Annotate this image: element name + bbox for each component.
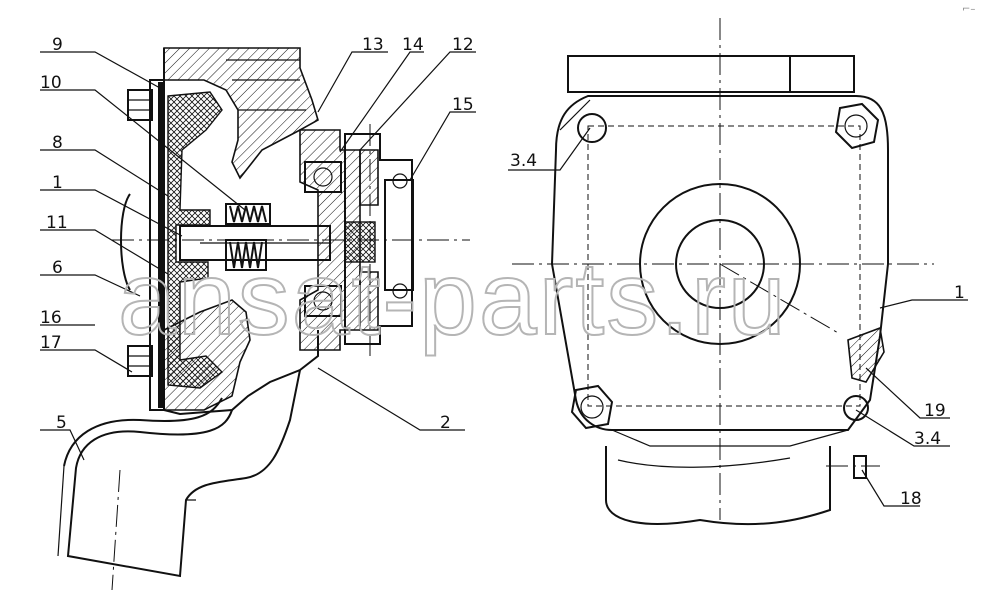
gasket (158, 82, 163, 408)
lower-outlet (605, 446, 831, 526)
callout-14: 14 (402, 35, 424, 55)
callout-17: 17 (40, 333, 62, 353)
callout-labels-left: 9 10 8 1 11 6 16 17 5 13 14 12 15 2 (40, 35, 474, 433)
callout-leaders-left (40, 51, 476, 461)
hub-cap (384, 179, 414, 291)
callout-10: 10 (40, 73, 62, 93)
front-view (512, 18, 934, 526)
bearing-lower (304, 285, 342, 317)
body-edge (559, 99, 849, 447)
cover-plate (149, 79, 165, 411)
watermark: ansat-parts.ru (118, 241, 788, 357)
bolt-pattern (587, 125, 861, 407)
bearing-upper (304, 161, 342, 193)
hub-ball-lower (392, 283, 408, 299)
pulley-flange (359, 149, 379, 331)
impeller (167, 91, 224, 389)
hub-ball-upper (392, 173, 408, 189)
top-bracket (567, 55, 855, 93)
pump-body (550, 95, 889, 431)
inlet-centerline (111, 469, 121, 591)
hex-bolt-bl (570, 384, 614, 430)
callout-11: 11 (46, 213, 68, 233)
bolt-hole-br (843, 395, 869, 421)
inlet-pipe (66, 369, 301, 578)
section-view (57, 47, 470, 591)
callout-18: 18 (900, 489, 922, 509)
callout-1-right: 1 (954, 283, 965, 303)
callout-3-4-bottom: 3.4 (914, 429, 941, 449)
callout-12: 12 (452, 35, 474, 55)
callout-16: 16 (40, 308, 62, 328)
callout-9: 9 (52, 35, 63, 55)
pulley-hub (344, 133, 413, 345)
callout-19: 19 (924, 401, 946, 421)
mechanical-seal (225, 203, 271, 271)
inlet-pipe-inner (63, 397, 223, 467)
hex-bolt-tr (834, 102, 880, 150)
bolt-upper (127, 89, 153, 121)
callout-5: 5 (56, 413, 67, 433)
callout-1: 1 (52, 173, 63, 193)
callout-2: 2 (440, 413, 451, 433)
callout-3-4-top: 3.4 (510, 151, 537, 171)
drain-plug (847, 326, 885, 383)
boss-inner (675, 219, 765, 309)
small-screw (853, 455, 867, 479)
diagonal-centerline (719, 263, 841, 335)
boss-outer (639, 183, 801, 345)
housing-lines (226, 59, 306, 111)
callout-13: 13 (362, 35, 384, 55)
housing-outline (120, 48, 319, 416)
callout-15: 15 (452, 95, 474, 115)
bolt-hole-tl (577, 113, 607, 143)
callout-6: 6 (52, 258, 63, 278)
callout-labels-right: 3.4 1 19 3.4 18 (510, 151, 965, 509)
pipe-edge (57, 465, 196, 557)
corner-mark: ⌐– (962, 4, 975, 15)
outlet-curve (617, 457, 791, 468)
callout-leaders-right (508, 127, 968, 507)
bolt-lower (127, 345, 153, 377)
callout-8: 8 (52, 133, 63, 153)
